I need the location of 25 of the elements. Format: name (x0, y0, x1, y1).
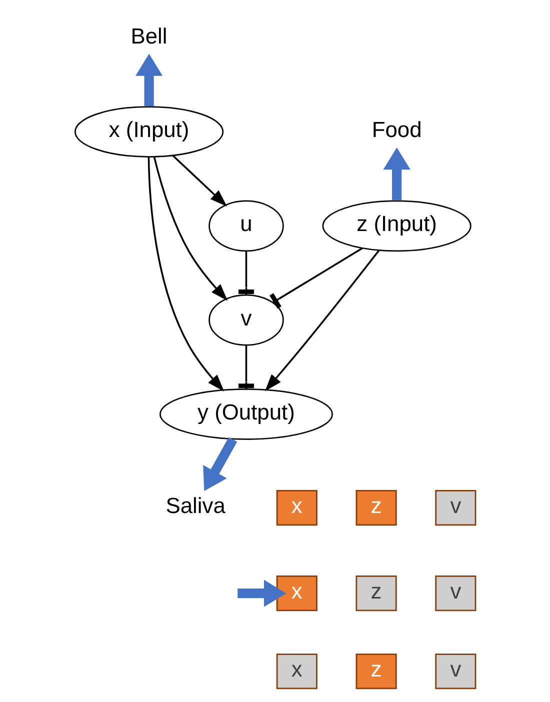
arrow (382, 148, 410, 200)
node-box: x (276, 654, 317, 690)
connector (269, 247, 362, 309)
node-ellipse: u (208, 200, 284, 252)
node-box: z (355, 654, 396, 690)
node-box: v (434, 654, 476, 690)
arrow (172, 155, 227, 207)
node-box: x (276, 490, 317, 526)
node-ellipse: y (Output) (158, 388, 332, 440)
node-box: x (276, 576, 317, 612)
arrow (134, 54, 162, 106)
arrow (147, 157, 224, 392)
node-box: v (434, 576, 476, 612)
node-box: v (434, 490, 476, 526)
arrow (264, 250, 380, 392)
node-ellipse: x (Input) (74, 106, 224, 158)
node-text: Saliva (165, 492, 225, 518)
node-text: Bell (130, 23, 167, 48)
arrow (237, 580, 286, 607)
node-ellipse: z (Input) (322, 200, 471, 252)
node-text: Food (371, 116, 422, 142)
node-box: z (355, 490, 396, 526)
arrow (152, 157, 228, 301)
node-box: z (355, 576, 396, 612)
arrow (202, 437, 237, 492)
